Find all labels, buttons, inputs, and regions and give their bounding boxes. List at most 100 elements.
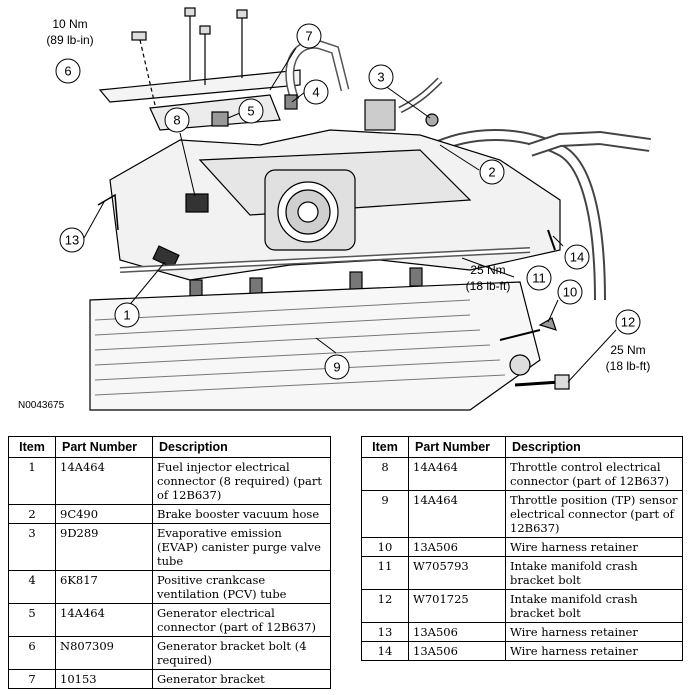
torque-spec-12: 25 Nm (18 lb-ft) — [606, 343, 651, 373]
item-number: 11 — [361, 556, 409, 590]
header-description: Description — [152, 436, 331, 458]
part-number: 10153 — [55, 669, 153, 689]
part-description: Brake booster vacuum hose — [152, 504, 331, 524]
torque-value-imperial: (18 lb-ft) — [606, 359, 651, 373]
item-number: 14 — [361, 641, 409, 661]
callout-4: 4 — [303, 79, 329, 105]
torque-spec-11: 25 Nm (18 lb-ft) — [466, 263, 511, 293]
item-number: 12 — [361, 589, 409, 623]
item-number: 3 — [8, 523, 56, 571]
part-number: 14A464 — [408, 490, 506, 538]
part-number: W701725 — [408, 589, 506, 623]
callout-label: 10 — [563, 285, 577, 300]
header-item: Item — [361, 436, 409, 458]
torque-value: 25 Nm — [610, 343, 645, 357]
part-number: 13A506 — [408, 537, 506, 557]
part-number: 9D289 — [55, 523, 153, 571]
callouts: 1 2 3 4 5 6 7 8 9 10 11 12 13 14 — [55, 23, 641, 380]
callout-14: 14 — [564, 244, 590, 270]
callout-label: 2 — [488, 165, 495, 180]
part-number: 14A464 — [55, 603, 153, 637]
callout-2: 2 — [479, 159, 505, 185]
part-description: Positive crankcase ventilation (PCV) tub… — [152, 570, 331, 604]
engine-illustration — [89, 7, 651, 411]
part-number: N807309 — [55, 636, 153, 670]
item-number: 2 — [8, 504, 56, 524]
callout-label: 3 — [377, 70, 384, 85]
leader-lines — [83, 47, 617, 383]
part-description: Wire harness retainer — [505, 622, 683, 642]
part-description: Generator electrical connector (part of … — [152, 603, 331, 637]
header-part-number: Part Number — [55, 436, 153, 458]
part-number: 13A506 — [408, 622, 506, 642]
torque-value-imperial: (89 lb-in) — [46, 33, 93, 47]
callout-12: 12 — [615, 309, 641, 335]
callout-label: 1 — [123, 308, 130, 323]
part-number: 9C490 — [55, 504, 153, 524]
callout-label: 9 — [333, 360, 340, 375]
item-number: 10 — [361, 537, 409, 557]
callout-3: 3 — [368, 64, 394, 90]
torque-value-imperial: (18 lb-ft) — [466, 279, 511, 293]
torque-value: 10 Nm — [52, 17, 87, 31]
header-part-number: Part Number — [408, 436, 506, 458]
callout-6: 6 — [55, 58, 81, 84]
part-description: Throttle control electrical connector (p… — [505, 457, 683, 491]
part-number: 14A464 — [408, 457, 506, 491]
item-number: 9 — [361, 490, 409, 538]
callout-5: 5 — [238, 98, 264, 124]
callout-11: 11 — [526, 265, 552, 291]
callout-13: 13 — [59, 227, 85, 253]
item-number: 6 — [8, 636, 56, 670]
part-description: Intake manifold crash bracket bolt — [505, 556, 683, 590]
part-description: Fuel injector electrical connector (8 re… — [152, 457, 331, 505]
engine-diagram: 1 2 3 4 5 6 7 8 9 10 11 12 13 14 10 Nm (… — [18, 7, 651, 411]
callout-label: 14 — [570, 250, 584, 265]
callout-7: 7 — [296, 23, 322, 49]
part-number: W705793 — [408, 556, 506, 590]
part-number: 13A506 — [408, 641, 506, 661]
callout-label: 7 — [305, 29, 312, 44]
torque-spec-6: 10 Nm (89 lb-in) — [46, 17, 93, 47]
item-number: 7 — [8, 669, 56, 689]
part-description: Intake manifold crash bracket bolt — [505, 589, 683, 623]
callout-label: 13 — [65, 233, 79, 248]
callout-label: 8 — [173, 113, 180, 128]
item-number: 4 — [8, 570, 56, 604]
header-description: Description — [505, 436, 683, 458]
table-header-row: Item Part Number Description — [361, 436, 683, 458]
part-description: Generator bracket bolt (4 required) — [152, 636, 331, 670]
figure-id: N0043675 — [18, 400, 65, 411]
part-number: 14A464 — [55, 457, 153, 505]
torque-value: 25 Nm — [470, 263, 505, 277]
part-number: 6K817 — [55, 570, 153, 604]
item-number: 1 — [8, 457, 56, 505]
callout-label: 4 — [312, 85, 319, 100]
callout-9: 9 — [324, 354, 350, 380]
part-description: Evaporative emission (EVAP) canister pur… — [152, 523, 331, 571]
item-number: 5 — [8, 603, 56, 637]
callout-label: 11 — [532, 271, 546, 286]
callout-1: 1 — [114, 302, 140, 328]
callout-label: 12 — [621, 315, 635, 330]
part-description: Wire harness retainer — [505, 537, 683, 557]
callout-8: 8 — [164, 107, 190, 133]
item-number: 8 — [361, 457, 409, 491]
callout-label: 5 — [247, 104, 254, 119]
callout-label: 6 — [64, 64, 71, 79]
